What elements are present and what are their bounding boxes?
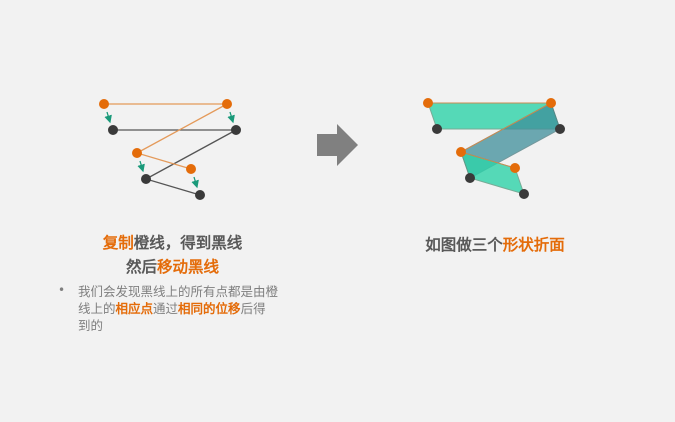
left-caption-line2: 然后移动黑线: [90, 255, 255, 277]
text: 橙线，得到黑线: [133, 234, 243, 252]
text: 然后: [125, 258, 157, 276]
orange-points: [99, 99, 232, 174]
black-line: [113, 129, 237, 196]
orange-line: [104, 103, 228, 170]
highlight: 形状折面: [502, 236, 565, 254]
bullet-text: 我们会发现黑线上的所有点都是由橙线上的相应点通过相同的位移后得到的: [78, 283, 278, 334]
right-diagram: [423, 98, 565, 199]
highlight: 相应点: [115, 301, 154, 316]
bullet-marker: •: [58, 283, 66, 297]
right-caption: 如图做三个形状折面: [405, 233, 585, 255]
black-points: [108, 125, 241, 200]
left-diagram: [99, 99, 241, 200]
text: 后得到的: [78, 301, 266, 333]
highlight: 相同的位移: [178, 301, 241, 316]
text: 我们会发现黑线上的所有点都是由橙线上的: [78, 284, 279, 316]
highlight: 复制: [102, 234, 134, 252]
text: 通过: [153, 301, 179, 316]
text: 如图做三个: [425, 236, 503, 254]
displacement-arrows: [104, 111, 235, 189]
right-arrow-icon: [317, 124, 358, 166]
left-caption-line1: 复制橙线，得到黑线: [90, 231, 255, 253]
highlight: 移动黑线: [157, 258, 220, 276]
